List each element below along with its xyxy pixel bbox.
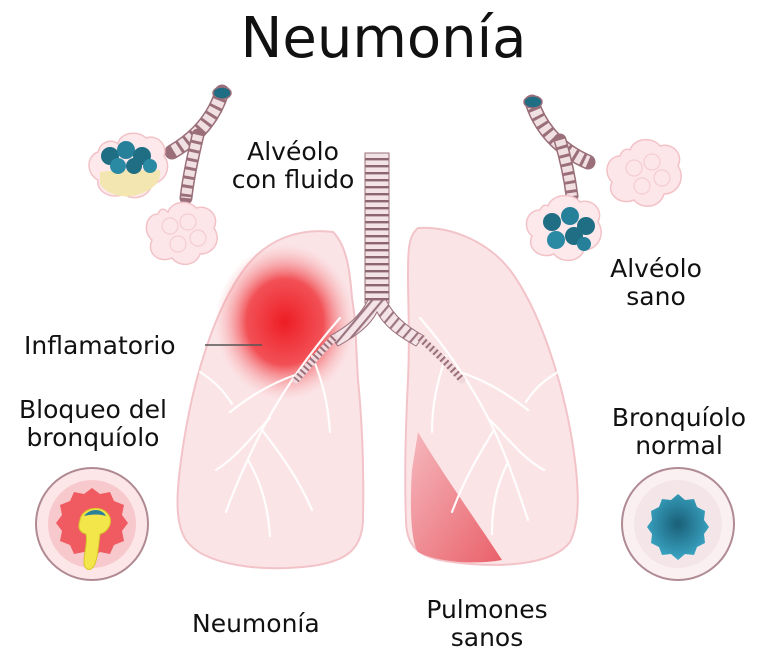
label-line: sanos [420, 624, 554, 652]
label-inflamed: Inflamatorio [24, 332, 176, 360]
label-healthy-lungs: Pulmones sanos [420, 596, 554, 652]
label-healthy-alveolus: Alvéolo sano [600, 255, 712, 311]
label-line: Pulmones [420, 596, 554, 624]
normal-bronchiole-illustration [622, 468, 734, 580]
label-fluid-alveolus: Alvéolo con fluido [228, 138, 358, 194]
label-line: Bloqueo del [8, 396, 178, 424]
healthy-alveolus-illustration [524, 96, 681, 260]
label-line: Alvéolo [600, 255, 712, 283]
fluid-alveolus-illustration [89, 87, 231, 264]
label-line: sano [600, 283, 712, 311]
label-pneumonia-lung: Neumonía [192, 610, 320, 638]
inflammation-area [215, 244, 355, 400]
label-line: Bronquíolo [604, 404, 754, 432]
label-normal-bronchiole: Bronquíolo normal [604, 404, 754, 460]
label-line: bronquíolo [8, 424, 178, 452]
label-blocked-bronchiole: Bloqueo del bronquíolo [8, 396, 178, 452]
page-title: Neumonía [0, 6, 767, 72]
trachea [365, 153, 389, 303]
blocked-bronchiole-illustration [36, 468, 148, 580]
label-line: con fluido [228, 166, 358, 194]
label-line: normal [604, 432, 754, 460]
label-line: Alvéolo [228, 138, 358, 166]
